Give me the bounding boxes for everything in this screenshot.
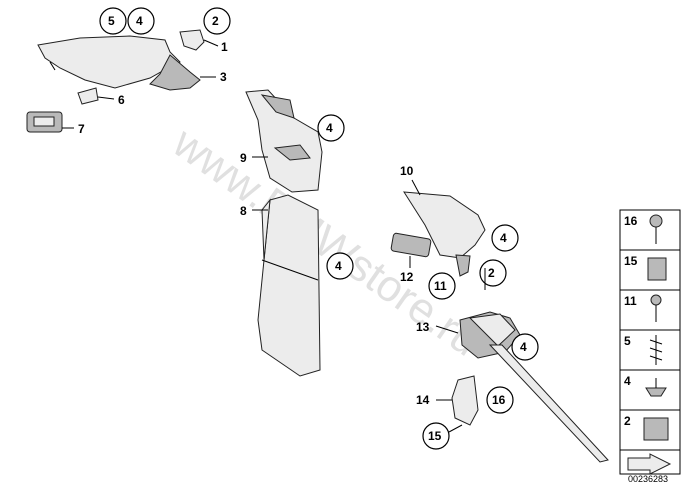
callout-label: 1	[221, 40, 228, 54]
callout-circle	[511, 333, 539, 361]
c-pillar-trim-panel	[403, 191, 486, 259]
callout-label: 4	[500, 231, 507, 245]
callout-label: 10	[400, 164, 414, 178]
legend-label: 16	[624, 214, 638, 228]
cover-part-7	[26, 111, 63, 133]
legend-label: 4	[624, 374, 631, 388]
bracket-part-14	[451, 375, 479, 426]
fastener-legend: 16 15 11 5 4 2	[619, 209, 681, 475]
callout-label: 8	[240, 204, 247, 218]
callout-circle	[326, 252, 354, 280]
upper-left-trim-panel	[37, 35, 201, 91]
bracket-part-6	[77, 87, 99, 105]
callout-label: 2	[212, 14, 219, 28]
callout-circle	[428, 272, 456, 300]
callout-label: 13	[416, 320, 430, 334]
callout-circle	[422, 422, 450, 450]
callout-label: 15	[428, 429, 442, 443]
legend-label: 5	[624, 334, 631, 348]
clip-part-11	[455, 254, 471, 277]
callout-label: 6	[118, 93, 125, 107]
section-arrow-icon	[627, 453, 672, 475]
legend-label: 2	[624, 414, 631, 428]
b-pillar-upper-trim	[245, 89, 323, 193]
legend-cell	[619, 289, 681, 331]
callout-circle	[491, 224, 519, 252]
callout-label: 4	[136, 14, 143, 28]
callout-label: 2	[488, 266, 495, 280]
callout-label: 7	[78, 122, 85, 136]
callout-label: 3	[220, 70, 227, 84]
callout-label: 9	[240, 151, 247, 165]
callout-circle	[479, 259, 507, 287]
callout-circle	[203, 7, 231, 35]
callout-label: 14	[416, 393, 430, 407]
cover-part-12	[390, 232, 432, 258]
legend-label: 11	[624, 294, 637, 308]
legend-cell	[619, 329, 681, 371]
callout-label: 16	[492, 393, 506, 407]
legend-label: 15	[624, 254, 638, 268]
callout-label: 12	[400, 270, 414, 284]
callout-circle	[127, 7, 155, 35]
b-pillar-lower-trim	[257, 194, 321, 377]
callout-label: 4	[520, 340, 527, 354]
callout-label: 11	[434, 279, 447, 293]
callout-circle	[317, 114, 345, 142]
seatbelt-guide-trim	[459, 311, 609, 463]
clip-part-1	[179, 29, 205, 51]
callout-label: 4	[335, 259, 342, 273]
callout-circle	[486, 386, 514, 414]
callout-circle	[99, 7, 127, 35]
document-number: 00236283	[628, 474, 668, 484]
callout-label: 5	[108, 14, 115, 28]
callout-label: 4	[326, 121, 333, 135]
